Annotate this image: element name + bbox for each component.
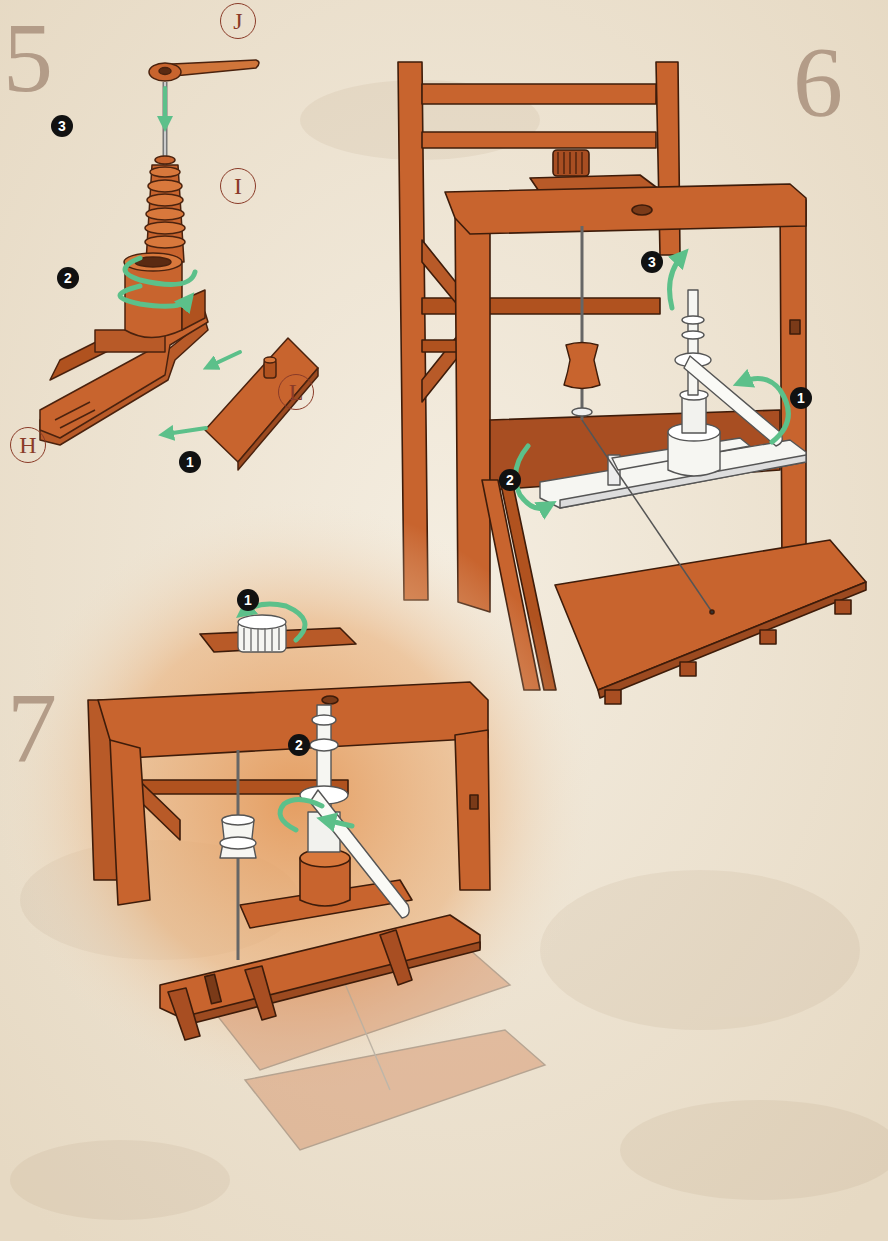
callout-number: 1	[237, 589, 259, 611]
callout-number: 1	[790, 387, 812, 409]
step-number: 5	[3, 8, 53, 108]
callout-number: 3	[641, 251, 663, 273]
bed-plate-step6	[555, 420, 866, 704]
gear-step7	[238, 615, 286, 652]
press-frame-step7	[88, 628, 490, 1040]
highlight-glow	[0, 500, 595, 1100]
callout-number: 1	[179, 451, 201, 473]
callout-number: 3	[51, 115, 73, 137]
step5-parts	[40, 60, 318, 470]
callout-number: 2	[499, 469, 521, 491]
step5-arrows	[120, 88, 240, 434]
step-number: 7	[7, 678, 57, 778]
part-letter: H	[10, 427, 46, 463]
step-number: 6	[793, 32, 843, 132]
press-mechanism-step7	[220, 705, 409, 960]
press-mechanism-step6	[540, 226, 806, 508]
step6-arrows	[516, 256, 789, 508]
callout-number: 2	[288, 734, 310, 756]
part-letter: L	[278, 374, 314, 410]
part-letter: J	[220, 3, 256, 39]
faded-plates-step7	[205, 950, 545, 1150]
step7-arrows	[244, 604, 352, 830]
callout-number: 2	[57, 267, 79, 289]
part-letter: I	[220, 168, 256, 204]
